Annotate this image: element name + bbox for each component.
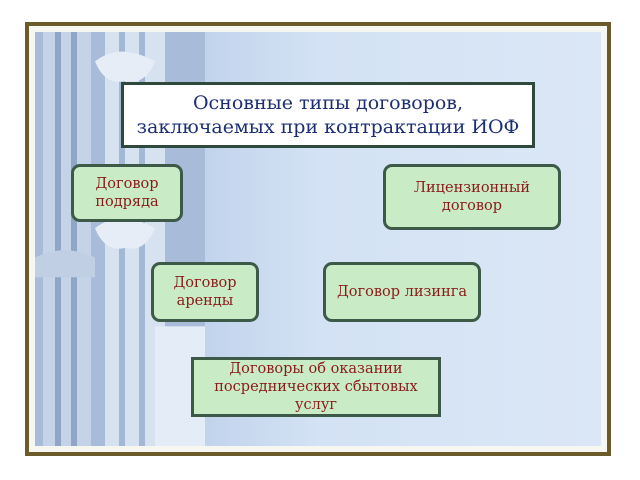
contract-type-box: Договор аренды bbox=[151, 262, 259, 322]
box-label-line: Договор bbox=[95, 176, 159, 192]
box-label-line: посреднических сбытовых bbox=[214, 379, 418, 395]
diagram-title: Основные типы договоров, заключаемых при… bbox=[121, 82, 535, 148]
title-line-2: заключаемых при контрактации ИОФ bbox=[136, 116, 520, 138]
slide-background: Основные типы договоров, заключаемых при… bbox=[35, 32, 601, 446]
box-label-line: Договоры об оказании bbox=[229, 361, 403, 377]
box-label-line: Договор лизинга bbox=[337, 284, 467, 300]
contract-type-box: Лицензионный договор bbox=[383, 164, 561, 230]
box-label-line: Договор bbox=[173, 275, 237, 291]
slide-frame: Основные типы договоров, заключаемых при… bbox=[25, 22, 611, 456]
box-label-line: подряда bbox=[95, 194, 159, 210]
box-label-line: договор bbox=[441, 198, 503, 214]
box-label-line: аренды bbox=[176, 293, 234, 309]
box-label-line: Лицензионный bbox=[413, 180, 531, 196]
contract-type-box: Договор подряда bbox=[71, 164, 183, 222]
box-label-line: услуг bbox=[295, 397, 337, 413]
contract-type-box: Договоры об оказании посреднических сбыт… bbox=[191, 357, 441, 417]
contract-type-box: Договор лизинга bbox=[323, 262, 481, 322]
title-line-1: Основные типы договоров, bbox=[192, 92, 464, 114]
